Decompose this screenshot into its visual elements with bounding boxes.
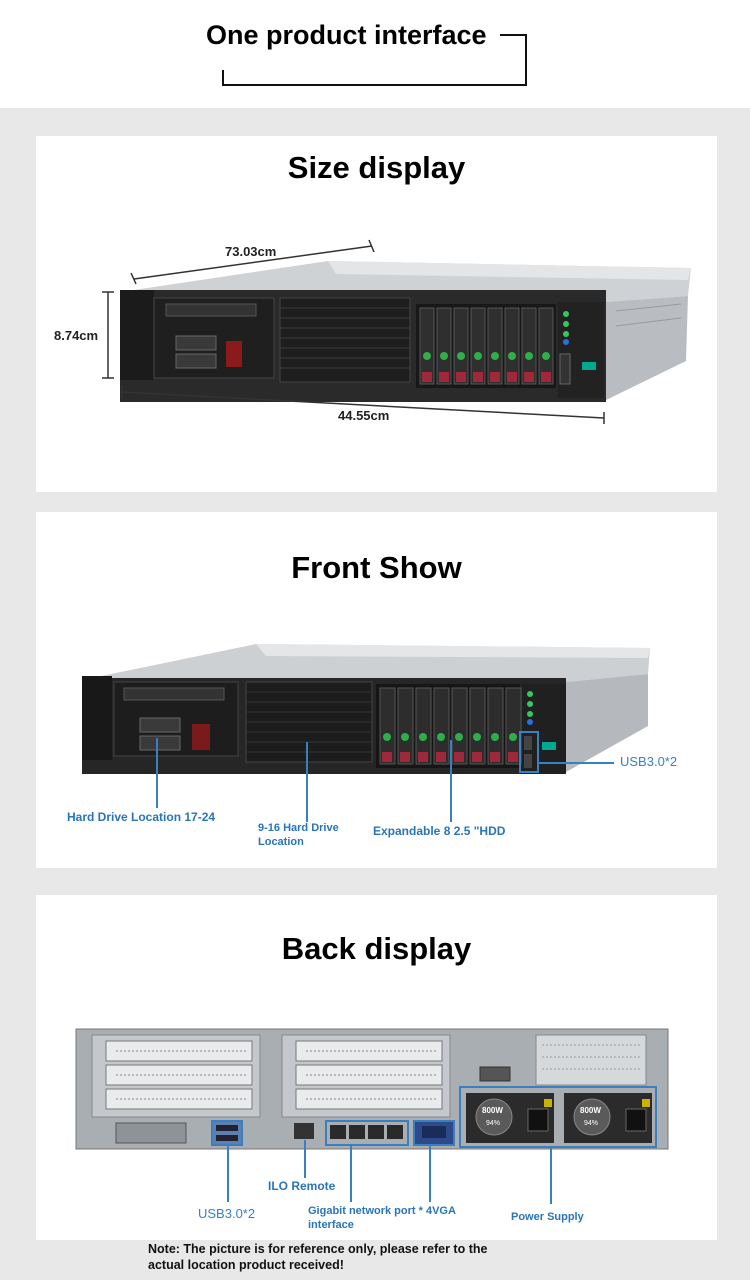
title-bracket-left (222, 70, 224, 85)
label-network-vga: Gigabit network port * 4VGA interface (308, 1205, 456, 1231)
label-usb-back: USB3.0*2 (198, 1206, 256, 1221)
callout-line-hdd-9-16 (306, 742, 308, 822)
callout-line-hdd-17-24 (156, 738, 158, 808)
psu-2-rating: 800W (580, 1106, 601, 1115)
front-show-title: Front Show (291, 550, 462, 585)
callout-line-usb-back (227, 1146, 229, 1202)
width-dimension: 44.55cm (338, 408, 390, 423)
server-front-image (82, 644, 650, 774)
title-bracket-bottom (222, 84, 527, 86)
callout-line-ilo (304, 1140, 306, 1178)
callout-line-power (550, 1148, 552, 1204)
title-bracket-top (500, 34, 526, 36)
back-display-title: Back display (281, 931, 472, 966)
callout-line-vga (429, 1146, 431, 1202)
size-display-title: Size display (287, 150, 466, 185)
depth-dimension: 73.03cm (225, 244, 277, 259)
label-hdd-17-24: Hard Drive Location 17-24 (67, 810, 216, 824)
header-banner: One product interface (0, 0, 750, 108)
callout-line-expandable (450, 740, 452, 822)
psu-1-efficiency: 94% (486, 1120, 500, 1127)
height-dimension: 8.74cm (54, 328, 99, 343)
title-bracket-right (525, 34, 527, 86)
page-title: One product interface (206, 20, 487, 50)
label-hdd-9-16: 9-16 Hard Drive Location (258, 822, 339, 848)
label-usb-front: USB3.0*2 (620, 754, 678, 769)
label-expandable-hdd: Expandable 8 2.5 "HDD (373, 824, 506, 838)
psu-2-efficiency: 94% (584, 1120, 598, 1127)
disclaimer-note: Note: The picture is for reference only,… (148, 1242, 488, 1272)
callout-line-usb-front (538, 762, 614, 764)
psu-1-rating: 800W (482, 1106, 503, 1115)
server-size-image (102, 239, 691, 424)
callout-line-network (350, 1146, 352, 1202)
label-ilo-remote: ILO Remote (268, 1179, 336, 1193)
label-power-supply: Power Supply (511, 1211, 584, 1223)
server-back-image: 800W 94% 800W 94% (75, 1028, 669, 1150)
